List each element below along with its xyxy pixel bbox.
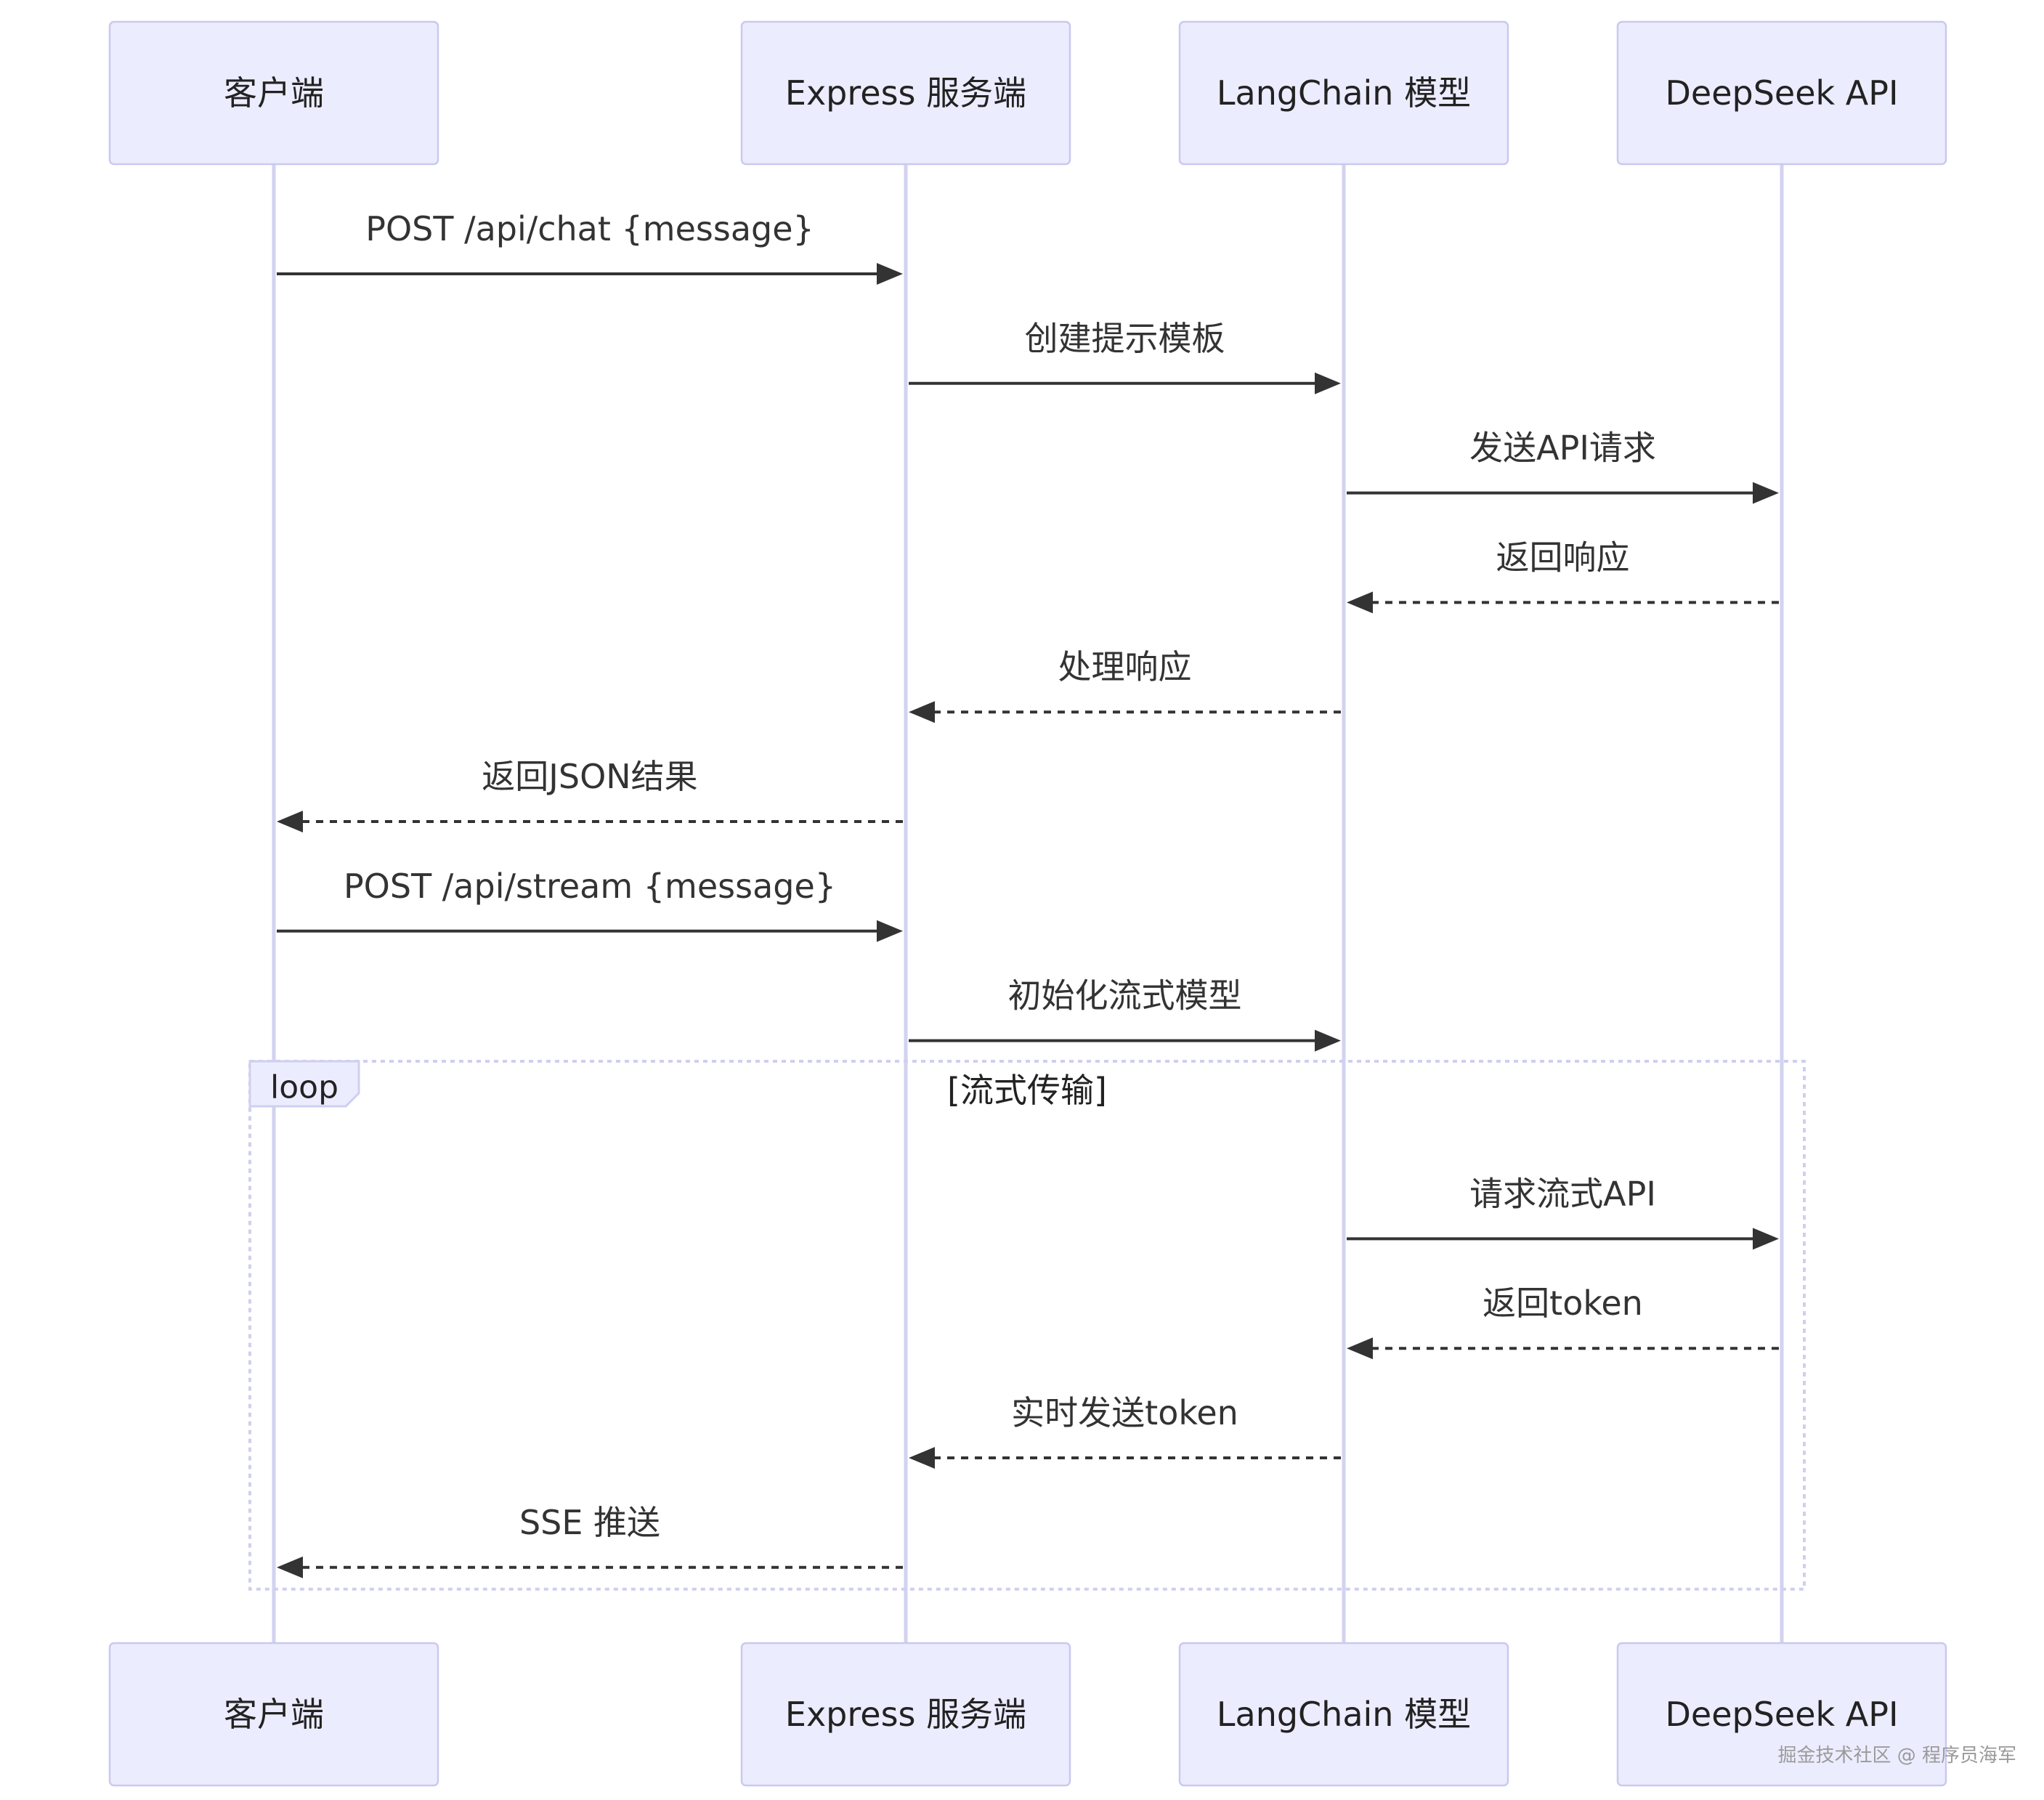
message-label: 处理响应 bbox=[1058, 647, 1192, 686]
arrow-head-icon bbox=[1315, 372, 1341, 394]
message-12: SSE 推送 bbox=[277, 1503, 903, 1578]
participant-top-4: DeepSeek API bbox=[1616, 20, 1947, 166]
participant-box bbox=[108, 1642, 439, 1787]
message-label: 创建提示模板 bbox=[1025, 319, 1225, 358]
loop-tab bbox=[248, 1060, 360, 1108]
arrow-head-icon bbox=[1753, 1228, 1779, 1250]
messages: POST /api/chat {message} 创建提示模板发送API请求返回响… bbox=[277, 209, 1779, 1578]
participant-top-1: 客户端 bbox=[108, 20, 439, 166]
message-6: 返回JSON结果 bbox=[277, 757, 903, 832]
participant-label: DeepSeek API bbox=[1665, 1695, 1898, 1734]
participant-box bbox=[1178, 20, 1509, 166]
message-11: 实时发送token bbox=[909, 1393, 1341, 1469]
participant-box bbox=[740, 1642, 1071, 1787]
message-3: 发送API请求 bbox=[1347, 429, 1779, 504]
message-7: POST /api/stream {message} bbox=[277, 867, 903, 942]
participant-box bbox=[1616, 20, 1947, 166]
participant-box bbox=[1178, 1642, 1509, 1787]
participants-top: 客户端 Express 服务端 LangChain 模型 DeepSeek API bbox=[108, 20, 1947, 166]
message-4: 返回响应 bbox=[1347, 538, 1779, 614]
loop-frame: loop [流式传输] bbox=[248, 1060, 1806, 1591]
message-label: POST /api/stream {message} bbox=[344, 867, 836, 906]
participant-bottom-1: 客户端 bbox=[108, 1642, 439, 1787]
message-9: 请求流式API bbox=[1347, 1174, 1779, 1250]
message-label: 初始化流式模型 bbox=[1008, 976, 1242, 1015]
message-10: 返回token bbox=[1347, 1284, 1779, 1360]
loop-label: loop bbox=[270, 1069, 338, 1106]
participant-bottom-4: DeepSeek API bbox=[1616, 1642, 1947, 1787]
participant-box bbox=[740, 20, 1071, 166]
arrow-head-icon bbox=[909, 1447, 935, 1469]
loop-condition: [流式传输] bbox=[947, 1071, 1107, 1110]
arrow-head-icon bbox=[277, 811, 303, 832]
arrow-head-icon bbox=[1347, 1337, 1373, 1360]
message-label: 实时发送token bbox=[1011, 1393, 1238, 1432]
participant-top-2: Express 服务端 bbox=[740, 20, 1071, 166]
message-label: SSE 推送 bbox=[519, 1503, 660, 1542]
arrow-head-icon bbox=[909, 701, 935, 723]
lifelines bbox=[272, 164, 1784, 1643]
message-label: 请求流式API bbox=[1469, 1174, 1656, 1213]
message-label: POST /api/chat {message} bbox=[365, 209, 814, 248]
arrow-head-icon bbox=[277, 1556, 303, 1578]
participants-bottom: 客户端 Express 服务端 LangChain 模型 DeepSeek API bbox=[108, 1642, 1947, 1787]
participant-box bbox=[108, 20, 439, 166]
arrow-head-icon bbox=[877, 263, 903, 285]
message-label: 发送API请求 bbox=[1469, 429, 1656, 468]
message-label: 返回响应 bbox=[1496, 538, 1630, 577]
arrow-head-icon bbox=[1753, 482, 1779, 504]
message-5: 处理响应 bbox=[909, 647, 1341, 723]
loop-border bbox=[248, 1060, 1806, 1591]
message-8: 初始化流式模型 bbox=[909, 976, 1341, 1052]
message-label: 返回token bbox=[1483, 1284, 1643, 1323]
participant-label: Express 服务端 bbox=[785, 1695, 1026, 1734]
participant-label: DeepSeek API bbox=[1665, 73, 1898, 113]
participant-label: LangChain 模型 bbox=[1217, 73, 1471, 113]
participant-label: LangChain 模型 bbox=[1217, 1695, 1471, 1734]
arrow-head-icon bbox=[877, 920, 903, 942]
participant-bottom-2: Express 服务端 bbox=[740, 1642, 1071, 1787]
participant-box bbox=[1616, 1642, 1947, 1787]
message-2: 创建提示模板 bbox=[909, 319, 1341, 394]
participant-top-3: LangChain 模型 bbox=[1178, 20, 1509, 166]
participant-label: 客户端 bbox=[224, 73, 324, 113]
arrow-head-icon bbox=[1347, 591, 1373, 614]
arrow-head-icon bbox=[1315, 1029, 1341, 1052]
participant-label: Express 服务端 bbox=[785, 73, 1026, 113]
message-label: 返回JSON结果 bbox=[482, 757, 697, 796]
watermark-text: 掘金技术社区 @ 程序员海军 bbox=[1777, 1745, 2016, 1767]
participant-bottom-3: LangChain 模型 bbox=[1178, 1642, 1509, 1787]
message-1: POST /api/chat {message} bbox=[277, 209, 903, 285]
participant-label: 客户端 bbox=[224, 1695, 324, 1734]
